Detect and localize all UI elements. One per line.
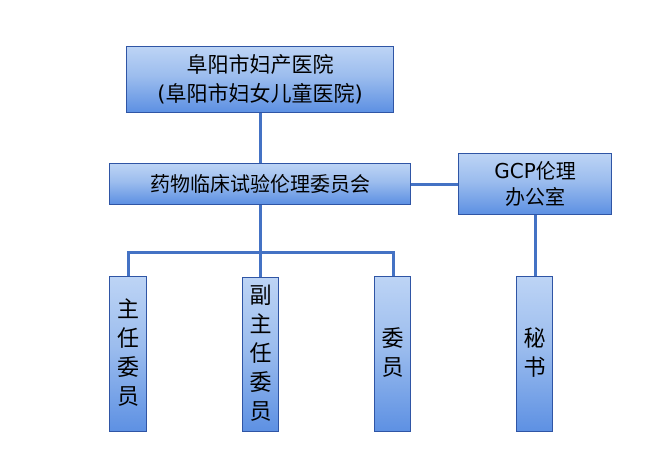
- connector-office-to-secretary: [534, 215, 537, 277]
- connector-to-vice-chairman: [259, 251, 262, 278]
- connector-to-chairman: [127, 251, 130, 277]
- member-node-member: 委员: [374, 276, 411, 432]
- root-node-name: 阜阳市妇产医院: [186, 52, 334, 77]
- root-node-alias: (阜阳市妇女儿童医院): [157, 81, 363, 106]
- connector-committee-to-office: [411, 183, 459, 186]
- member-node-label: 委员: [381, 327, 404, 381]
- staff-node-label: 秘书: [523, 327, 546, 381]
- connector-to-member: [392, 251, 395, 277]
- committee-node: 药物临床试验伦理委员会: [109, 163, 411, 205]
- member-node-label: 副主任委员: [249, 284, 272, 425]
- connector-root-to-committee: [259, 113, 262, 164]
- committee-node-label: 药物临床试验伦理委员会: [150, 172, 370, 196]
- office-node: GCP伦理 办公室: [458, 153, 612, 215]
- office-node-line2: 办公室: [505, 185, 565, 209]
- root-node-hospital: 阜阳市妇产医院 (阜阳市妇女儿童医院): [126, 46, 394, 113]
- office-node-line1: GCP伦理: [494, 159, 576, 183]
- member-node-vice-chairman: 副主任委员: [242, 277, 279, 432]
- member-node-chairman: 主任委员: [109, 276, 147, 432]
- member-node-label: 主任委员: [116, 298, 139, 410]
- connector-committee-to-members: [259, 205, 262, 253]
- staff-node-secretary: 秘书: [516, 276, 553, 432]
